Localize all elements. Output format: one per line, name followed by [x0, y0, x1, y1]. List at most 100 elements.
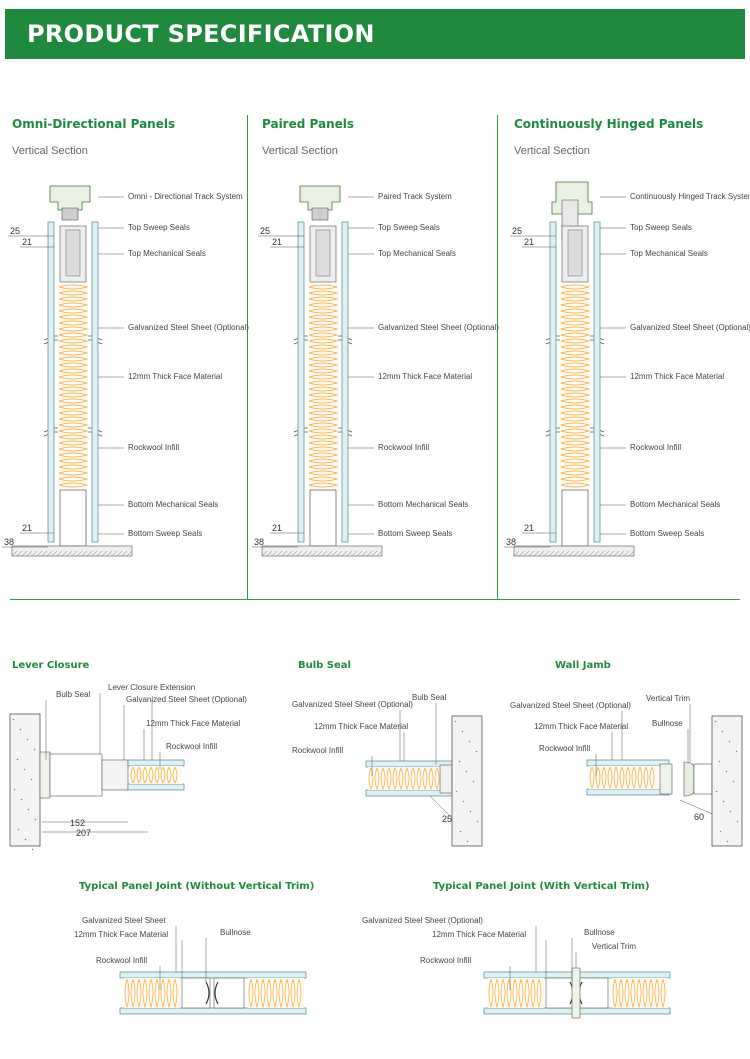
callout-label: Vertical Trim	[592, 942, 636, 951]
floor-hatch	[11, 550, 133, 557]
callout-label: Galvanized Steel Sheet (Optional)	[126, 695, 247, 704]
face-material	[365, 789, 453, 797]
floor-hatch	[513, 550, 635, 557]
infill-pattern	[124, 978, 178, 1009]
joint2-vertical-trim	[571, 967, 581, 1019]
infill-background	[560, 284, 590, 488]
face-material	[119, 1007, 307, 1015]
callout-label: 12mm Thick Face Material	[378, 372, 472, 381]
callout-label: Top Mechanical Seals	[378, 249, 456, 258]
callout-label: 12mm Thick Face Material	[314, 722, 408, 731]
callout-label: Bullnose	[584, 928, 615, 937]
callout-label: Galvanized Steel Sheet (Optional)	[378, 323, 499, 332]
dimension-bottom-38: 38	[506, 537, 516, 547]
column-subtitle-hinged: Vertical Section	[514, 145, 590, 157]
callout-label: Paired Track System	[378, 192, 452, 201]
dimension-line	[679, 799, 713, 815]
callout-label: Lever Closure Extension	[108, 683, 195, 692]
rockwool-infill	[308, 284, 339, 488]
track-roller	[311, 207, 329, 221]
dimension-bottom-21: 21	[272, 523, 282, 533]
dimension-bottom-38: 38	[4, 537, 14, 547]
dimension-bottom-21: 21	[524, 523, 534, 533]
callout-label: Bottom Mechanical Seals	[378, 500, 468, 509]
face-material	[365, 760, 453, 768]
joint1-right-profile	[213, 977, 245, 1009]
lever-closure-extension	[49, 753, 103, 797]
jamb-channel	[693, 763, 713, 795]
column-title-omni: Omni-Directional Panels	[12, 117, 176, 131]
callout-label: Rockwool Infill	[166, 742, 217, 751]
callout-label: Bulb Seal	[412, 693, 446, 702]
dimension-top-21: 21	[272, 237, 282, 247]
wall	[711, 715, 743, 847]
infill-background	[308, 284, 338, 488]
callout-label: Top Sweep Seals	[128, 223, 190, 232]
callout-label: Rockwool Infill	[292, 746, 343, 755]
wall-hatch	[454, 720, 479, 843]
dimension-top-25: 25	[512, 226, 522, 236]
dimension-60: 60	[694, 812, 704, 822]
wall-hatch	[12, 718, 37, 851]
rockwool-infill	[589, 766, 659, 789]
dimension-top-21: 21	[22, 237, 32, 247]
face-material	[127, 783, 185, 791]
callout-label: 12mm Thick Face Material	[146, 719, 240, 728]
dimension-207: 207	[76, 828, 91, 838]
track-system	[299, 185, 341, 211]
callout-label: Vertical Trim	[646, 694, 690, 703]
face-material	[119, 971, 307, 979]
dimension-top-21: 21	[524, 237, 534, 247]
carrier-spindle	[567, 229, 583, 277]
infill-pattern	[612, 978, 666, 1009]
callout-label: Bottom Sweep Seals	[378, 529, 452, 538]
rockwool-infill	[58, 284, 89, 488]
section-divider	[10, 599, 740, 600]
callout-label: Bulb Seal	[56, 690, 90, 699]
face-material	[586, 759, 670, 767]
bottom-mechanical-block	[561, 489, 589, 547]
rockwool-infill	[488, 978, 544, 1009]
rockwool-infill	[368, 767, 440, 790]
face-material	[297, 221, 305, 543]
infill-pattern	[130, 766, 178, 784]
callout-label: Bottom Mechanical Seals	[630, 500, 720, 509]
dimension-152: 152	[70, 818, 85, 828]
page-title: PRODUCT SPECIFICATION	[27, 20, 375, 48]
callout-label: Rockwool Infill	[539, 744, 590, 753]
callout-label: Top Mechanical Seals	[128, 249, 206, 258]
callout-label: Galvanized Steel Sheet (Optional)	[128, 323, 249, 332]
column-subtitle-omni: Vertical Section	[12, 145, 88, 157]
callout-label: Omni - Directional Track System	[128, 192, 243, 201]
dimension-top-25: 25	[10, 226, 20, 236]
joint2-right-profile	[577, 977, 609, 1009]
dimension-line	[429, 795, 453, 819]
detail-title-joint2: Typical Panel Joint (With Vertical Trim)	[433, 881, 650, 892]
face-material	[593, 221, 601, 543]
callout-label: Bullnose	[652, 719, 683, 728]
track-roller	[61, 207, 79, 221]
column-title-paired: Paired Panels	[262, 117, 355, 131]
detail-title-joint1: Typical Panel Joint (Without Vertical Tr…	[79, 881, 315, 892]
callout-label: Bullnose	[220, 928, 251, 937]
callout-label: 12mm Thick Face Material	[432, 930, 526, 939]
carrier-spindle	[315, 229, 331, 277]
callout-label: Galvanized Steel Sheet (Optional)	[510, 701, 631, 710]
callout-label: Bottom Sweep Seals	[630, 529, 704, 538]
callout-label: Rockwool Infill	[420, 956, 471, 965]
callout-label: Bottom Mechanical Seals	[128, 500, 218, 509]
callout-label: Galvanized Steel Sheet (Optional)	[362, 916, 483, 925]
joint1-bullnose	[205, 981, 219, 1005]
callout-label: Bottom Sweep Seals	[128, 529, 202, 538]
infill-pattern	[589, 766, 655, 789]
lever-handle-housing	[101, 759, 129, 791]
infill-pattern	[560, 284, 591, 488]
face-material	[549, 221, 557, 543]
rockwool-infill	[560, 284, 591, 488]
face-material	[127, 759, 185, 767]
face-material	[47, 221, 55, 543]
face-material	[91, 221, 99, 543]
rockwool-infill	[612, 978, 668, 1009]
infill-background	[130, 766, 182, 784]
